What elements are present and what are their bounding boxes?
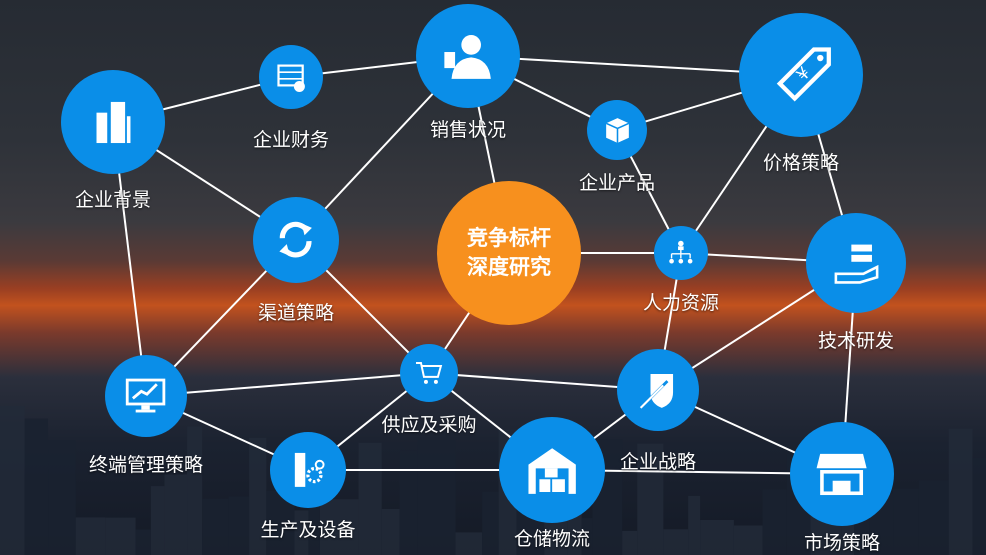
node-label: 市场策略: [803, 532, 881, 554]
box-icon: [605, 117, 629, 143]
monitor-chart-icon: [126, 379, 166, 413]
node-tech[interactable]: [806, 213, 906, 313]
node-sales[interactable]: [416, 4, 520, 108]
center-node-competitive-benchmark[interactable]: 竞争标杆深度研究: [437, 181, 581, 325]
salesperson-icon: [444, 35, 492, 80]
node-label: 人力资源: [642, 292, 720, 314]
node-label: 价格策略: [762, 152, 840, 174]
node-prod[interactable]: [587, 100, 647, 160]
node-label: 供应及采购: [381, 414, 477, 436]
node-label: 技术研发: [817, 330, 895, 352]
node-label: 渠道策略: [257, 302, 335, 324]
node-fin[interactable]: [259, 45, 323, 109]
node-supply[interactable]: [400, 344, 458, 402]
node-bg[interactable]: [61, 70, 165, 174]
node-label: 终端管理策略: [88, 454, 204, 476]
node-ware[interactable]: [499, 417, 605, 523]
node-hr[interactable]: [654, 226, 708, 280]
node-strat[interactable]: [617, 349, 699, 431]
storefront-icon: [816, 454, 868, 496]
abacus-icon: [277, 64, 306, 93]
node-label: 生产及设备: [260, 519, 356, 541]
node-price[interactable]: ¥: [739, 13, 863, 137]
cycle-arrows-icon: [279, 222, 313, 258]
server-hand-icon: [834, 244, 878, 284]
building-icon: [96, 102, 131, 144]
node-label: 企业背景: [74, 189, 152, 211]
center-title-line2: 深度研究: [467, 255, 551, 279]
node-mkt[interactable]: [790, 422, 894, 526]
node-term[interactable]: [105, 355, 187, 437]
edge-term-supply: [145, 372, 430, 397]
node-label: 企业产品: [578, 172, 656, 194]
price-tag-icon: ¥: [776, 47, 831, 102]
center-title-line1: 竞争标杆: [467, 226, 551, 250]
node-chan[interactable]: [253, 197, 339, 283]
warehouse-icon: [528, 448, 576, 494]
cart-icon: [416, 362, 443, 384]
factory-gear-icon: [294, 453, 325, 487]
node-label: 企业战略: [619, 451, 697, 473]
sword-shield-icon: [640, 374, 674, 410]
node-label: 企业财务: [252, 129, 330, 151]
org-chart-icon: [669, 240, 693, 264]
node-label: 销售状况: [429, 119, 507, 141]
node-label: 仓储物流: [513, 528, 591, 550]
node-fac[interactable]: [270, 432, 346, 508]
